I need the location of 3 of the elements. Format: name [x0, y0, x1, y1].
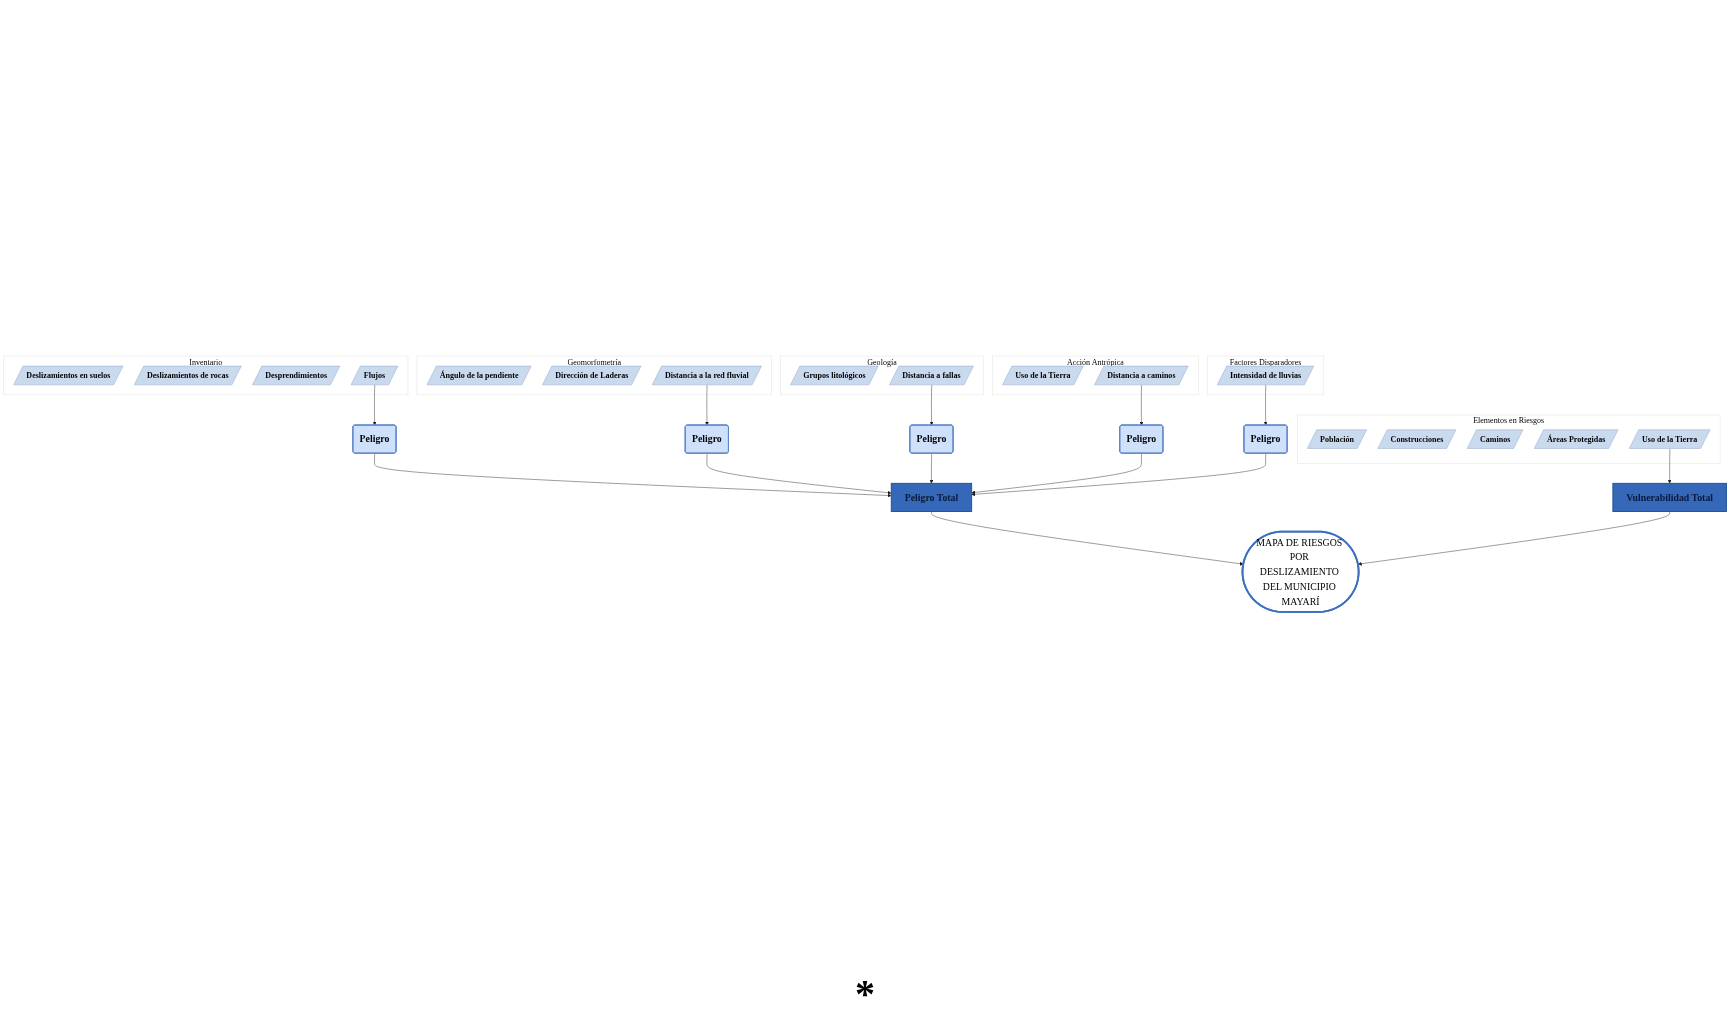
operator-symbol: *: [855, 971, 875, 1016]
node-box: Peligro Total: [890, 482, 973, 512]
node-box: Vulnerabilidad Total: [1612, 482, 1727, 512]
